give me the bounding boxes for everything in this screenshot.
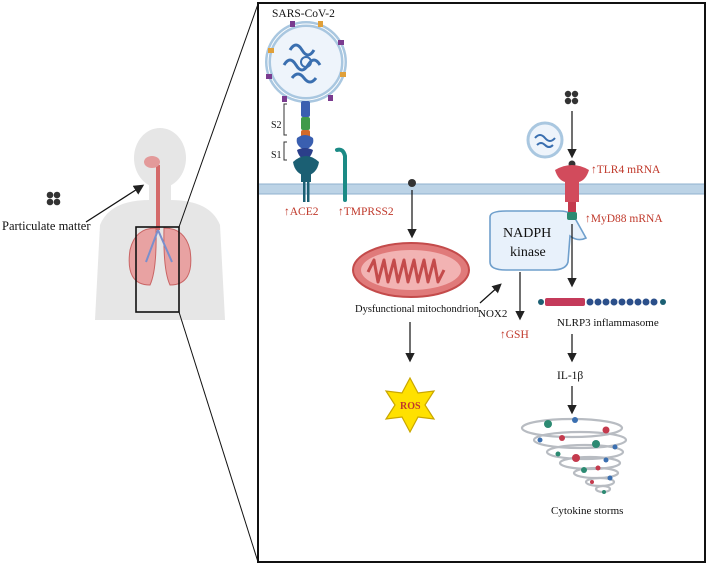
mitochondrion-label: Dysfunctional mitochondrion xyxy=(355,304,480,315)
nadph-kinase-shape xyxy=(489,210,588,271)
sars-cov-2-label: SARS-CoV-2 xyxy=(272,8,335,20)
small-virus-icon xyxy=(526,121,564,159)
particulate-matter-label: Particulate matter xyxy=(2,219,91,233)
cytokine-particles xyxy=(537,417,618,494)
ros-label: ROS xyxy=(400,401,421,412)
gsh-label: ↑GSH xyxy=(500,329,529,341)
ace2-label: ↑ACE2 xyxy=(284,206,319,218)
s2-label: S2 xyxy=(271,120,282,131)
tmprss2-protease-icon xyxy=(335,147,347,202)
mitochondrion-icon xyxy=(352,242,470,298)
cytokine-storms-label: Cytokine storms xyxy=(551,505,623,517)
tlr4-label: ↑TLR4 mRNA xyxy=(591,164,661,176)
ros-star-icon xyxy=(384,376,436,434)
ace2-receptor-icon xyxy=(293,156,319,202)
zoom-region-box xyxy=(135,226,180,313)
il1b-label: IL-1β xyxy=(557,370,583,382)
arrow-particulate-to-lungs xyxy=(85,184,145,223)
nlrp3-inflammasome-icon xyxy=(538,298,666,306)
cytokine-storm-icon xyxy=(520,417,628,494)
zoom-line-bottom xyxy=(178,311,259,563)
nlrp3-label: NLRP3 inflammasome xyxy=(557,317,659,329)
nox2-label: NOX2 xyxy=(478,308,507,320)
particulate-matter-right-icon xyxy=(564,90,579,105)
nadph-label: NADPH xyxy=(503,226,551,241)
kinase-label: kinase xyxy=(510,245,546,260)
spike-protein-icon xyxy=(296,101,314,160)
s1-label: S1 xyxy=(271,150,282,161)
tmprss2-label: ↑TMPRSS2 xyxy=(338,206,394,218)
cell-membrane xyxy=(259,183,704,195)
particulate-matter-icon xyxy=(46,191,61,206)
zoom-line-top xyxy=(178,3,259,228)
particle-icon xyxy=(408,179,416,187)
sars-cov-2-virus-icon xyxy=(265,21,347,103)
tlr4-receptor-icon xyxy=(555,165,589,220)
arrow-nox2 xyxy=(479,283,502,304)
myd88-label: ↑MyD88 mRNA xyxy=(585,213,663,225)
zoomed-panel xyxy=(257,2,706,563)
human-silhouette-icon xyxy=(95,128,225,320)
